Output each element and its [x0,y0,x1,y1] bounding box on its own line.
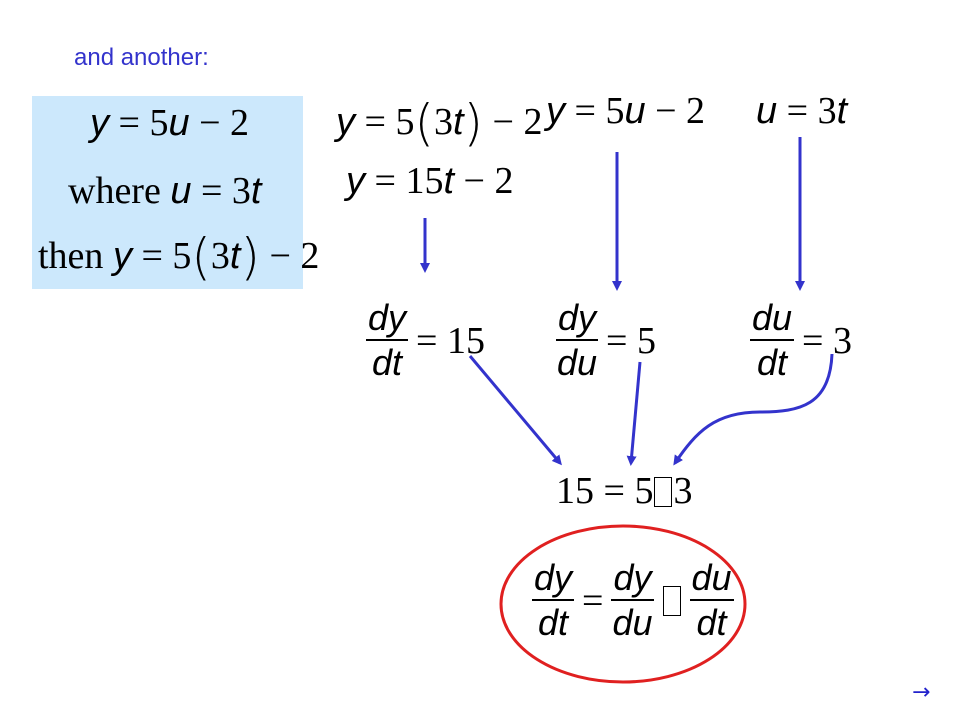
equation-expanded: y = 5(3t) − 2 [336,94,543,152]
arrow-dydu-to-product [626,361,642,466]
equation-simplified: y = 15t − 2 [346,160,514,202]
arrow-dudt-to-product [673,353,834,466]
definition-box: y = 5u − 2 where u = 3t then y = 5(3t) −… [32,96,319,289]
chain-rule-highlight-ellipse [499,524,747,684]
heading: and another: [74,44,209,71]
next-slide-arrow-icon[interactable]: → [912,680,931,705]
box-equation-y-of-u: y = 5u − 2 [90,102,250,144]
equation-u-of-t: u = 3t [756,90,848,132]
where-word: where [68,170,161,212]
multiply-placeholder-glyph [662,585,681,616]
box-equation-where: where u = 3t [68,170,262,212]
then-word: then [38,235,104,277]
box-equation-then: then y = 5(3t) − 2 [38,228,320,286]
equation-y-of-u: y = 5u − 2 [546,90,706,132]
arrow-dydt-to-product [468,355,562,466]
multiply-placeholder-glyph [654,477,673,507]
